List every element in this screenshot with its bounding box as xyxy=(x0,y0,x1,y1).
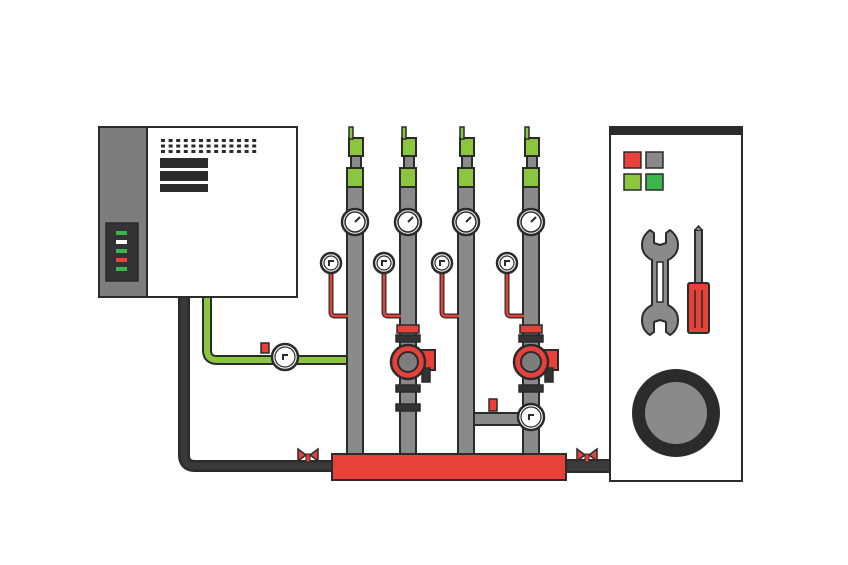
start-button-1[interactable] xyxy=(623,173,642,191)
bypass-pipe xyxy=(472,412,524,426)
control-unit xyxy=(98,126,298,298)
vent-slot xyxy=(168,139,173,142)
vent-slot xyxy=(161,139,165,142)
label-bar-1 xyxy=(160,158,208,168)
vent-slot xyxy=(214,144,219,148)
side-gauge-1 xyxy=(319,251,348,319)
vent-slot xyxy=(206,144,211,148)
aux-button-1[interactable] xyxy=(645,151,664,169)
side-gauge-2 xyxy=(372,251,401,319)
vent-slot xyxy=(176,150,181,153)
service-cabinet xyxy=(609,126,743,482)
vent-slot xyxy=(244,150,249,153)
bypass-gauge xyxy=(516,402,546,432)
vent-slot xyxy=(191,139,196,142)
rotary-dial-icon[interactable] xyxy=(632,369,720,457)
vent-slot xyxy=(244,144,249,148)
vent-slot xyxy=(221,139,226,142)
vent-slot xyxy=(199,150,203,153)
label-bar-3 xyxy=(160,184,208,192)
pipe-1 xyxy=(346,126,364,458)
return-hand-valve[interactable] xyxy=(297,447,319,463)
distribution-manifold xyxy=(331,453,567,481)
circulation-pump-1[interactable] xyxy=(389,324,436,412)
vent-slot xyxy=(206,150,211,153)
pipe-1-gauge xyxy=(340,207,370,237)
vent-slot xyxy=(214,150,219,153)
vent-slot xyxy=(244,139,249,142)
vent-slot xyxy=(221,144,226,148)
vent-slot xyxy=(161,150,165,153)
supply-pressure-gauge xyxy=(270,342,300,372)
vent-slot xyxy=(191,150,196,153)
start-button-2[interactable] xyxy=(645,173,664,191)
vent-slot xyxy=(229,139,234,142)
vent-slot xyxy=(183,144,188,148)
green-pipe-valve[interactable] xyxy=(260,342,270,354)
wrench-icon xyxy=(641,229,679,336)
stop-button[interactable] xyxy=(623,151,642,169)
indicator-leds xyxy=(105,222,139,282)
pipe-4-gauge xyxy=(516,207,546,237)
vent-slot xyxy=(199,139,203,142)
bypass-valve[interactable] xyxy=(488,398,498,412)
vent-grid xyxy=(161,139,257,153)
vent-slot xyxy=(229,144,234,148)
vent-slot xyxy=(252,150,257,153)
vent-slot xyxy=(229,150,234,153)
vent-slot xyxy=(237,139,241,142)
vent-slot xyxy=(252,144,257,148)
circulation-pump-2[interactable] xyxy=(512,324,559,393)
vent-slot xyxy=(237,144,241,148)
vent-slot xyxy=(237,150,241,153)
vent-slot xyxy=(168,144,173,148)
vent-slot xyxy=(214,139,219,142)
vent-slot xyxy=(252,139,257,142)
screwdriver-icon xyxy=(687,224,710,334)
side-gauge-3 xyxy=(430,251,459,319)
vent-slot xyxy=(191,144,196,148)
cabinet-hand-valve[interactable] xyxy=(576,447,598,463)
vent-slot xyxy=(176,144,181,148)
vent-slot xyxy=(168,150,173,153)
side-gauge-4 xyxy=(495,251,524,319)
vent-slot xyxy=(206,139,211,142)
pipe-3-gauge xyxy=(451,207,481,237)
label-bar-2 xyxy=(160,171,208,181)
vent-slot xyxy=(183,150,188,153)
vent-slot xyxy=(183,139,188,142)
pipe-2-gauge xyxy=(393,207,423,237)
pipe-3 xyxy=(457,126,475,458)
vent-slot xyxy=(199,144,203,148)
vent-slot xyxy=(176,139,181,142)
vent-slot xyxy=(161,144,165,148)
vent-slot xyxy=(221,150,226,153)
